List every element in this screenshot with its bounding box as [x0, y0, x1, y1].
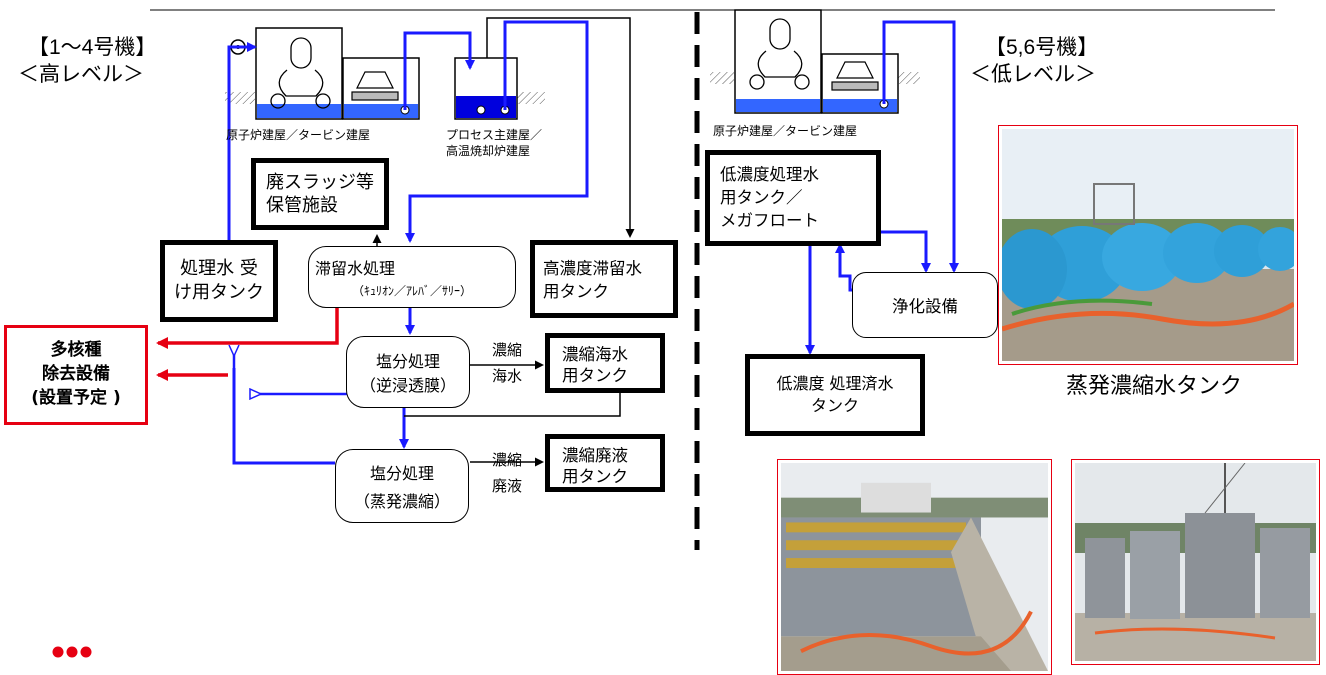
left-blue-flows	[227, 20, 589, 465]
retained-water-treatment-box: 滞留水処理 （ｷｭﾘｵﾝ／ｱﾚﾊﾞ／ｻﾘｰ）	[308, 246, 516, 308]
purification-facility-box: 浄化設備	[852, 272, 998, 338]
retained-water-treatment-sub: （ｷｭﾘｵﾝ／ｱﾚﾊﾞ／ｻﾘｰ）	[351, 284, 472, 298]
reactor-icon	[270, 37, 331, 109]
process-building-label-2: 高温焼却炉建屋	[446, 144, 531, 158]
photo-rectangular-tanks	[777, 459, 1052, 675]
conc-waste-tank-box: 濃縮廃液 用タンク	[545, 434, 665, 492]
left-black-flows	[372, 17, 635, 467]
salt-treatment-evap-sub: （蒸発濃縮）	[353, 492, 450, 511]
low-concentration-tank-box: 低濃度処理水 用タンク／ メガフロート	[705, 150, 881, 246]
sludge-storage-box: 廃スラッジ等 保管施設	[251, 158, 389, 230]
left-heading-level: ＜高レベル＞	[18, 63, 144, 86]
high-concentration-tank-box: 高濃度滞留水 用タンク	[530, 240, 678, 318]
salt-treatment-evap-title: 塩分処理	[369, 464, 434, 483]
retained-water-treatment-title: 滞留水処理	[315, 259, 396, 278]
conc-seawater-flow-label-1: 濃縮	[492, 341, 523, 359]
alps-box: 多核種 除去設備 (設置予定 )	[4, 325, 148, 425]
salt-treatment-ro-box: 塩分処理 （逆浸透膜）	[346, 336, 470, 408]
photo-vertical-tanks	[1071, 459, 1320, 665]
photo-horizontal-tanks	[998, 125, 1298, 365]
left-heading-units: 【1〜4号機】	[28, 36, 157, 59]
conc-seawater-tank-box: 濃縮海水 用タンク	[545, 333, 665, 393]
reactor-turbine-label-right: 原子炉建屋／タービン建屋	[713, 124, 858, 138]
treated-water-tank-box: 処理水 受 け用タンク	[160, 240, 278, 322]
conc-seawater-flow-label-2: 海水	[492, 367, 523, 385]
process-building-label-1: プロセス主建屋／	[446, 128, 543, 142]
left-building-group	[225, 27, 545, 120]
salt-treatment-ro-sub: （逆浸透膜）	[359, 376, 456, 395]
salt-treatment-ro-title: 塩分処理	[375, 352, 440, 371]
photo-caption-evaporative-tank: 蒸発濃縮水タンク	[1066, 373, 1243, 398]
right-building-group	[710, 9, 920, 114]
low-concentration-treated-tank-box: 低濃度 処理済水 タンク	[745, 354, 925, 436]
right-heading-level: ＜低レベル＞	[970, 63, 1096, 86]
salt-treatment-evap-box: 塩分処理 （蒸発濃縮）	[335, 449, 469, 523]
reactor-turbine-label-left: 原子炉建屋／タービン建屋	[226, 128, 371, 142]
conc-waste-flow-label-1: 濃縮	[492, 451, 523, 469]
turbine-icon	[351, 71, 399, 101]
reactor-building-left	[255, 27, 343, 120]
left-red-flows	[156, 306, 339, 381]
reactor-building-right	[734, 9, 822, 114]
conc-waste-flow-label-2: 廃液	[492, 477, 523, 495]
company-logo-icon	[52, 643, 94, 658]
right-heading-units: 【5,6号機】	[985, 36, 1099, 59]
